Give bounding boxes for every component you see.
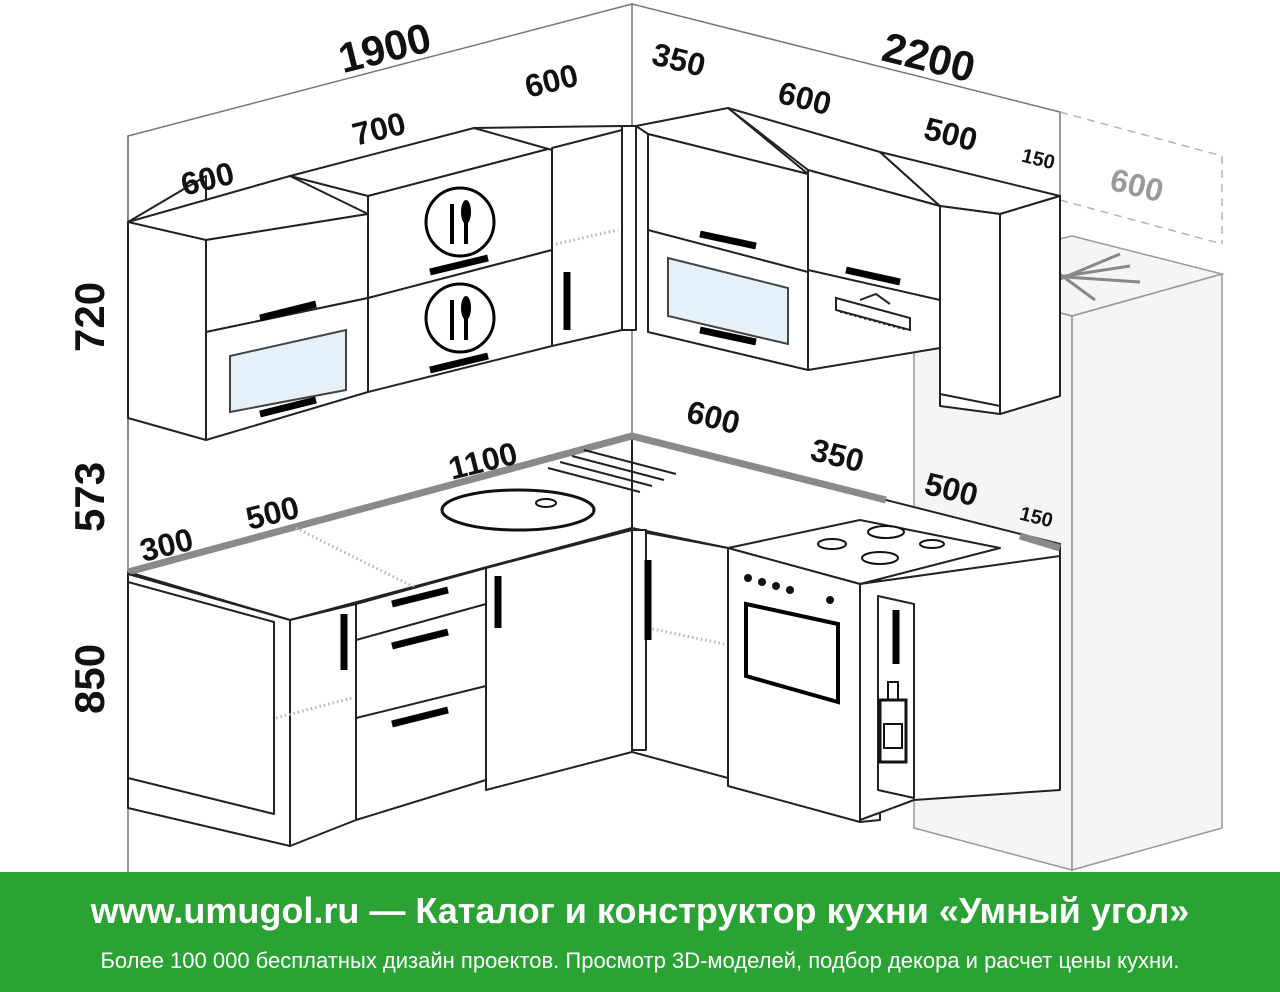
dim-upper-right-150: 150 (1019, 145, 1057, 174)
upper-right-cabinet (635, 107, 1061, 415)
base-drawers (355, 567, 487, 821)
dim-upper-corner: 600 (521, 57, 582, 105)
cutlery-plate-icon (424, 186, 496, 258)
upper-corner-cabinet (473, 125, 637, 347)
footer-subline: Более 100 000 бесплатных дизайн проектов… (100, 948, 1180, 973)
dim-upper-right-350: 350 (649, 36, 710, 84)
dim-height-upper: 720 (66, 282, 113, 352)
sink-icon (440, 449, 677, 532)
dim-counter-right-600: 600 (683, 393, 744, 441)
burner-icon (817, 525, 945, 565)
kitchen-svg: 1900 2200 600 700 600 350 600 500 150 60… (66, 3, 1225, 872)
dim-upper-right-500: 500 (921, 110, 982, 158)
range-hood-icon (835, 292, 911, 332)
upper-left-cabinet (127, 175, 369, 441)
kitchen-drawing: 1900 2200 600 700 600 350 600 500 150 60… (66, 3, 1225, 872)
dim-upper-mid: 700 (349, 105, 410, 153)
base-corner-cabinet (631, 529, 729, 779)
footer-banner: www.umugol.ru — Каталог и конструктор ку… (0, 872, 1280, 992)
base-right-cabinet (859, 555, 1061, 821)
upper-middle-cabinet (289, 127, 553, 393)
dim-top-left: 1900 (334, 14, 436, 82)
knob-icon (744, 574, 834, 604)
dim-height-base: 850 (66, 644, 113, 714)
dim-fridge: 600 (1107, 161, 1168, 209)
dim-counter-right-350: 350 (807, 431, 868, 479)
base-left-cabinet (127, 573, 357, 847)
oven-window (744, 601, 840, 705)
bottle-icon (878, 681, 908, 764)
dim-upper-right-600: 600 (775, 74, 836, 122)
dim-top-right: 2200 (878, 23, 980, 91)
cutlery-plate-icon (424, 282, 496, 354)
footer-headline[interactable]: www.umugol.ru — Каталог и конструктор ку… (90, 890, 1190, 931)
dim-height-gap: 573 (66, 462, 113, 532)
base-sink-cabinet (485, 529, 633, 791)
